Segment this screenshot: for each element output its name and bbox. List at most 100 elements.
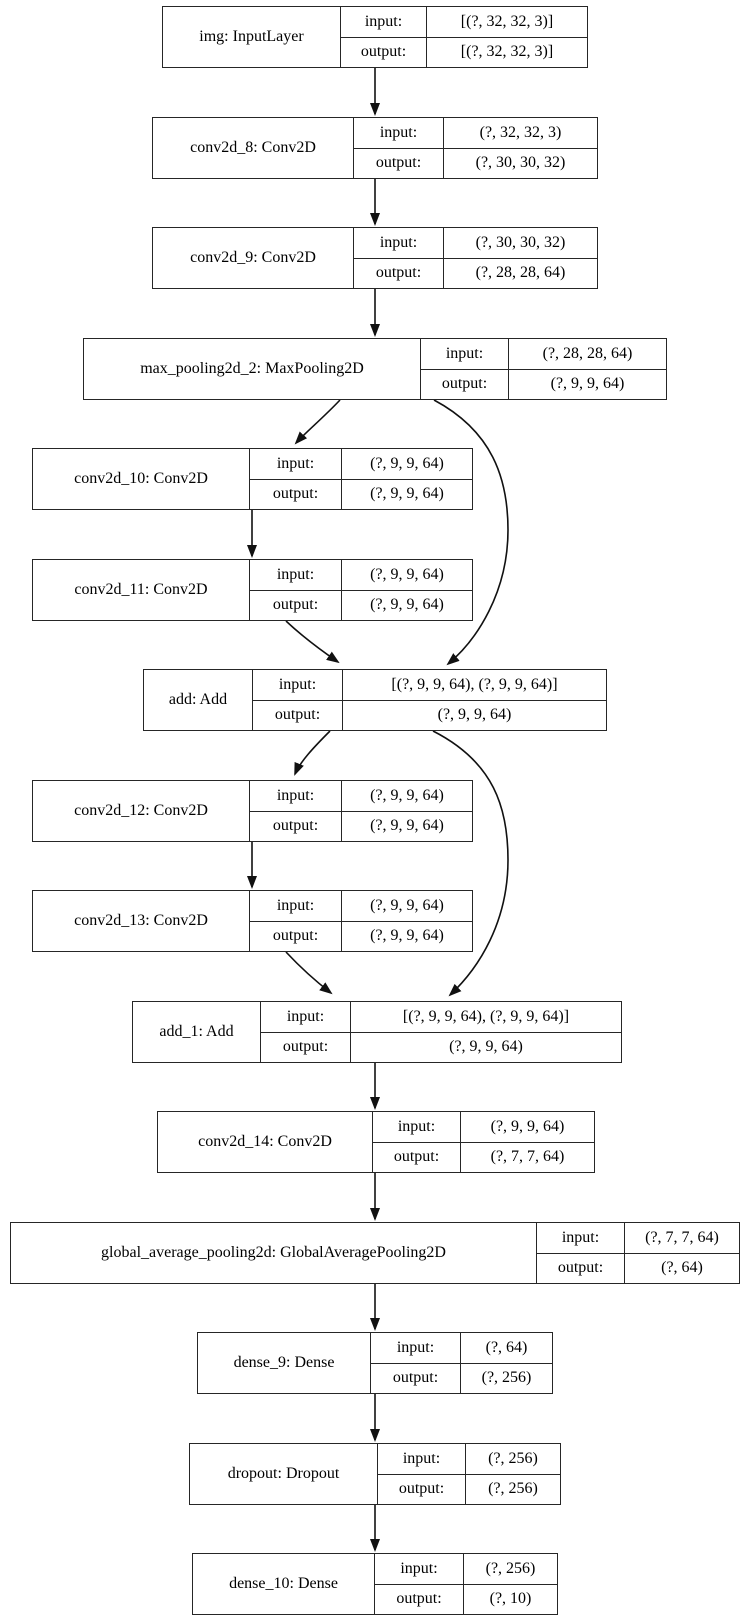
- io-table: input: (?, 9, 9, 64) output:(?, 9, 9, 64): [250, 891, 472, 951]
- input-shape-value: (?, 7, 7, 64): [645, 1228, 719, 1246]
- input-row: input: (?, 256): [378, 1444, 560, 1475]
- input-row-label: input:: [421, 339, 509, 369]
- layer-label: conv2d_9: Conv2D: [153, 228, 354, 288]
- output-row-label: output:: [250, 479, 342, 509]
- input-shape-value: (?, 9, 9, 64): [370, 896, 444, 914]
- output-row-label: output:: [378, 1474, 466, 1504]
- layer-label: add: Add: [144, 670, 253, 730]
- output-row: output:[(?, 32, 32, 3)]: [341, 37, 587, 67]
- input-shape-value: (?, 9, 9, 64): [490, 1117, 565, 1135]
- input-row: input:(?, 9, 9, 64): [250, 449, 472, 480]
- layer-label: add_1: Add: [133, 1002, 261, 1062]
- output-shape-value: (?, 256): [488, 1480, 538, 1498]
- output-shape-value: (?, 9, 9, 64): [449, 1038, 523, 1056]
- input-row-label: input:: [371, 1333, 461, 1363]
- input-row-label: input:: [354, 228, 444, 258]
- output-row-label: output:: [250, 590, 342, 620]
- edge-add-to-add_1: [432, 730, 509, 997]
- layer-label: global_average_pooling2d: GlobalAverageP…: [11, 1223, 537, 1283]
- output-shape-value: (?, 64): [661, 1259, 703, 1277]
- output-row: output:(?, 256): [371, 1363, 552, 1393]
- input-row: input:[(?, 32, 32, 3)]: [341, 7, 587, 38]
- input-shape-value: (?, 9, 9, 64): [370, 454, 444, 472]
- edge-conv2d_11-to-add: [285, 620, 340, 664]
- output-shape-value: (?, 10): [489, 1590, 532, 1608]
- output-row: output:(?, 30, 30, 32): [354, 148, 597, 178]
- io-table: input:(?, 9, 9, 64)output: (?, 9, 9, 64): [250, 449, 472, 509]
- input-row-label: input:: [375, 1554, 464, 1584]
- output-row-label: output:: [354, 258, 444, 288]
- input-row-label: input:: [250, 781, 342, 811]
- io-table: input: (?, 7, 7, 64) output: (?, 64): [537, 1223, 739, 1283]
- input-shape-value: (?, 30, 30, 32): [475, 233, 566, 251]
- io-table: input:[(?, 32, 32, 3)]output:[(?, 32, 32…: [341, 7, 587, 67]
- input-shape-value: [(?, 32, 32, 3)]: [460, 12, 554, 30]
- output-row-label: output:: [250, 921, 342, 951]
- input-row: input: (?, 9, 9, 64): [250, 891, 472, 922]
- output-row: output: (?, 64): [537, 1253, 739, 1283]
- input-row-label: input:: [378, 1444, 466, 1474]
- output-row-label: output:: [371, 1363, 461, 1393]
- output-shape-value: [(?, 32, 32, 3)]: [460, 43, 554, 61]
- io-table: input: (?, 9, 9, 64)output: (?, 9, 9, 64): [250, 560, 472, 620]
- input-row: input: [(?, 9, 9, 64), (?, 9, 9, 64)]: [261, 1002, 621, 1033]
- input-row-label: input:: [261, 1002, 351, 1032]
- output-row: output:(?, 9, 9, 64): [421, 369, 666, 399]
- output-row-label: output:: [253, 700, 343, 730]
- layer-label: conv2d_8: Conv2D: [153, 118, 354, 178]
- edge-max_pooling2d_2-to-conv2d_10: [294, 399, 341, 445]
- input-row: input: (?, 28, 28, 64): [421, 339, 666, 370]
- io-table: input: (?, 28, 28, 64) output:(?, 9, 9, 64…: [421, 339, 666, 399]
- input-shape-value: (?, 9, 9, 64): [370, 565, 444, 583]
- io-table: input:(?, 64)output:(?, 256): [371, 1333, 552, 1393]
- input-shape-value: (?, 28, 28, 64): [542, 344, 633, 362]
- input-row: input:(?, 256): [375, 1554, 557, 1585]
- input-row: input:[(?, 9, 9, 64), (?, 9, 9, 64)]: [253, 670, 606, 701]
- output-row: output:(?, 28, 28, 64): [354, 258, 597, 288]
- io-table: input:[(?, 9, 9, 64), (?, 9, 9, 64)]outp…: [253, 670, 606, 730]
- edge-add-to-conv2d_12: [294, 730, 331, 776]
- output-row-label: output:: [421, 369, 509, 399]
- io-table: input: [(?, 9, 9, 64), (?, 9, 9, 64)] outp…: [261, 1002, 621, 1062]
- input-row: input:(?, 64): [371, 1333, 552, 1364]
- layer-label: conv2d_11: Conv2D: [33, 560, 250, 620]
- input-shape-value: [(?, 9, 9, 64), (?, 9, 9, 64)]: [402, 1007, 570, 1025]
- edge-conv2d_13-to-add_1: [285, 951, 333, 995]
- input-row: input: (?, 9, 9, 64): [250, 560, 472, 591]
- input-row: input: (?, 7, 7, 64): [537, 1223, 739, 1254]
- input-row: input:(?, 32, 32, 3): [354, 118, 597, 149]
- input-row: input:(?, 9, 9, 64): [373, 1112, 594, 1143]
- output-row: output: (?, 256): [378, 1474, 560, 1504]
- edge-max_pooling2d_2-to-add: [433, 399, 509, 666]
- output-row-label: output:: [537, 1253, 625, 1283]
- input-shape-value: [(?, 9, 9, 64), (?, 9, 9, 64)]: [391, 675, 558, 693]
- io-table: input:(?, 9, 9, 64)output:(?, 7, 7, 64): [373, 1112, 594, 1172]
- io-table: input: (?, 256) output: (?, 256): [378, 1444, 560, 1504]
- output-shape-value: (?, 9, 9, 64): [370, 485, 444, 503]
- layer-label: conv2d_12: Conv2D: [33, 781, 250, 841]
- layer-label: conv2d_13: Conv2D: [33, 891, 250, 951]
- input-row-label: input:: [537, 1223, 625, 1253]
- input-shape-value: (?, 256): [488, 1449, 538, 1467]
- output-row-label: output:: [375, 1584, 464, 1614]
- layer-label: dropout: Dropout: [190, 1444, 378, 1504]
- output-row: output:(?, 9, 9, 64): [261, 1032, 621, 1062]
- input-row: input: (?, 30, 30, 32): [354, 228, 597, 259]
- io-table: input:(?, 32, 32, 3)output:(?, 30, 30, 3…: [354, 118, 597, 178]
- output-row: output:(?, 9, 9, 64): [250, 921, 472, 951]
- output-shape-value: (?, 9, 9, 64): [370, 817, 444, 835]
- output-row: output: (?, 10): [375, 1584, 557, 1614]
- input-row-label: input:: [250, 560, 342, 590]
- output-row: output: (?, 9, 9, 64): [250, 479, 472, 509]
- input-row-label: input:: [250, 891, 342, 921]
- output-row: output:(?, 7, 7, 64): [373, 1142, 594, 1172]
